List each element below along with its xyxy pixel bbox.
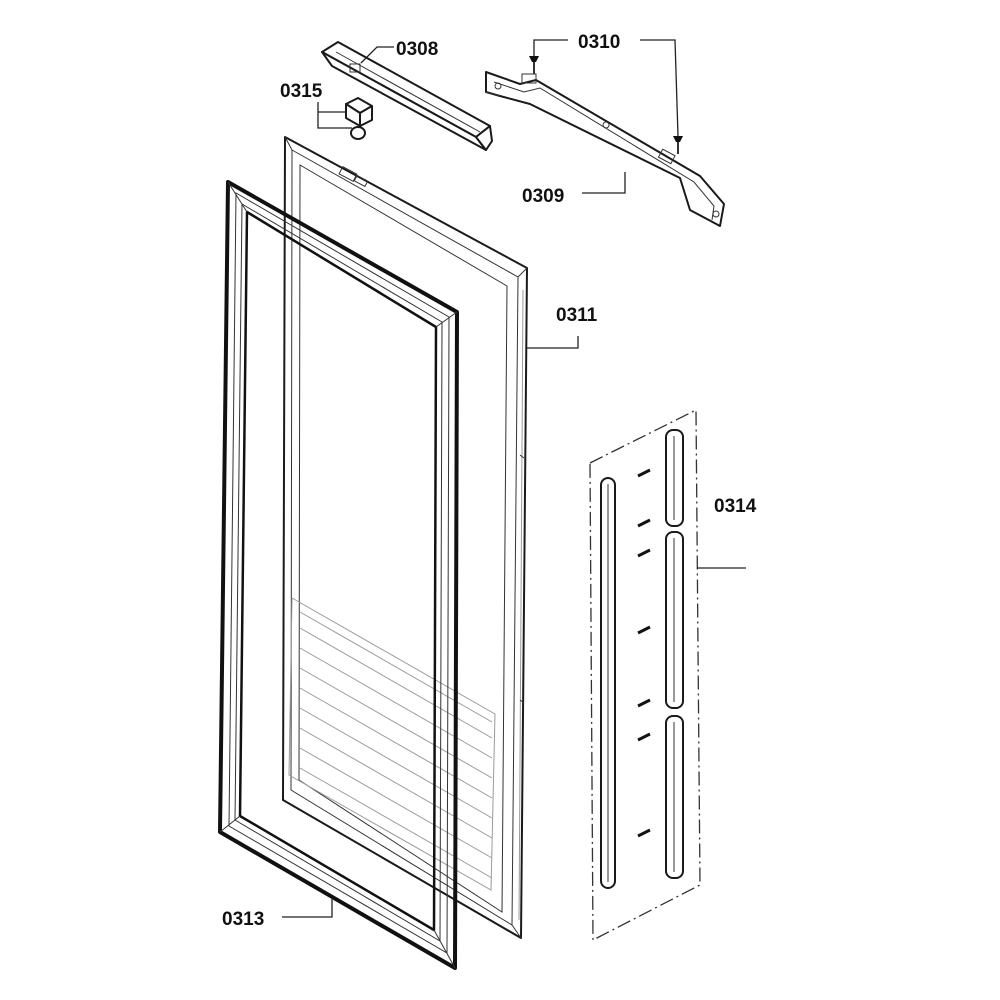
door-liner-part-0311 xyxy=(282,136,528,939)
label-0313: 0313 xyxy=(222,909,264,930)
profile-set-part-0314 xyxy=(589,408,701,942)
top-trim-part-0308 xyxy=(321,41,493,151)
screw-icon xyxy=(529,56,539,74)
clip-icon xyxy=(637,468,651,838)
label-0314: 0314 xyxy=(714,496,757,517)
label-0309: 0309 xyxy=(522,186,564,207)
leader-lines xyxy=(282,39,746,918)
label-0308: 0308 xyxy=(396,39,438,60)
door-gasket-part-0313 xyxy=(218,180,459,970)
hinge-block-part-0315 xyxy=(345,97,373,140)
part-labels: 0308 0309 0310 0311 0313 0314 0315 xyxy=(222,32,757,930)
screw-icon xyxy=(673,136,683,154)
label-0311: 0311 xyxy=(556,305,598,326)
hinge-bracket-part-0309 xyxy=(485,71,725,227)
label-0310: 0310 xyxy=(578,32,620,53)
label-0315: 0315 xyxy=(280,81,323,102)
